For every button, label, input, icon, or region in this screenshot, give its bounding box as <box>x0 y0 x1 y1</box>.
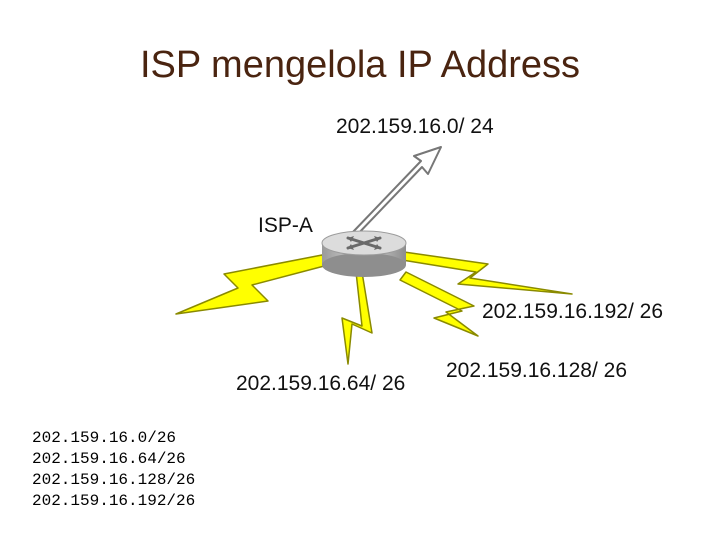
link-label-192: 202.159.16.192/ 26 <box>482 300 663 323</box>
page-title: ISP mengelola IP Address <box>139 44 581 86</box>
link-label-128: 202.159.16.128/ 26 <box>446 359 627 382</box>
link-label-64: 202.159.16.64/ 26 <box>236 372 405 395</box>
subnet-list-item: 202.159.16.64/26 <box>32 450 186 468</box>
link-bolt-left-icon <box>175 254 329 315</box>
link-bolt-128-icon <box>399 271 479 337</box>
upstream-label: 202.159.16.0/ 24 <box>336 115 494 138</box>
subnet-list-item: 202.159.16.0/26 <box>32 429 177 447</box>
subnet-list-item: 202.159.16.192/26 <box>32 492 196 510</box>
link-bolt-64-icon <box>341 271 373 365</box>
subnet-list-item: 202.159.16.128/26 <box>32 471 196 489</box>
router-label: ISP-A <box>258 214 313 237</box>
router-icon <box>321 230 407 277</box>
upstream-arrow-icon <box>351 146 442 239</box>
link-bolt-192-icon <box>401 251 573 295</box>
subnet-list: 202.159.16.0/26 202.159.16.64/26 202.159… <box>32 428 195 512</box>
